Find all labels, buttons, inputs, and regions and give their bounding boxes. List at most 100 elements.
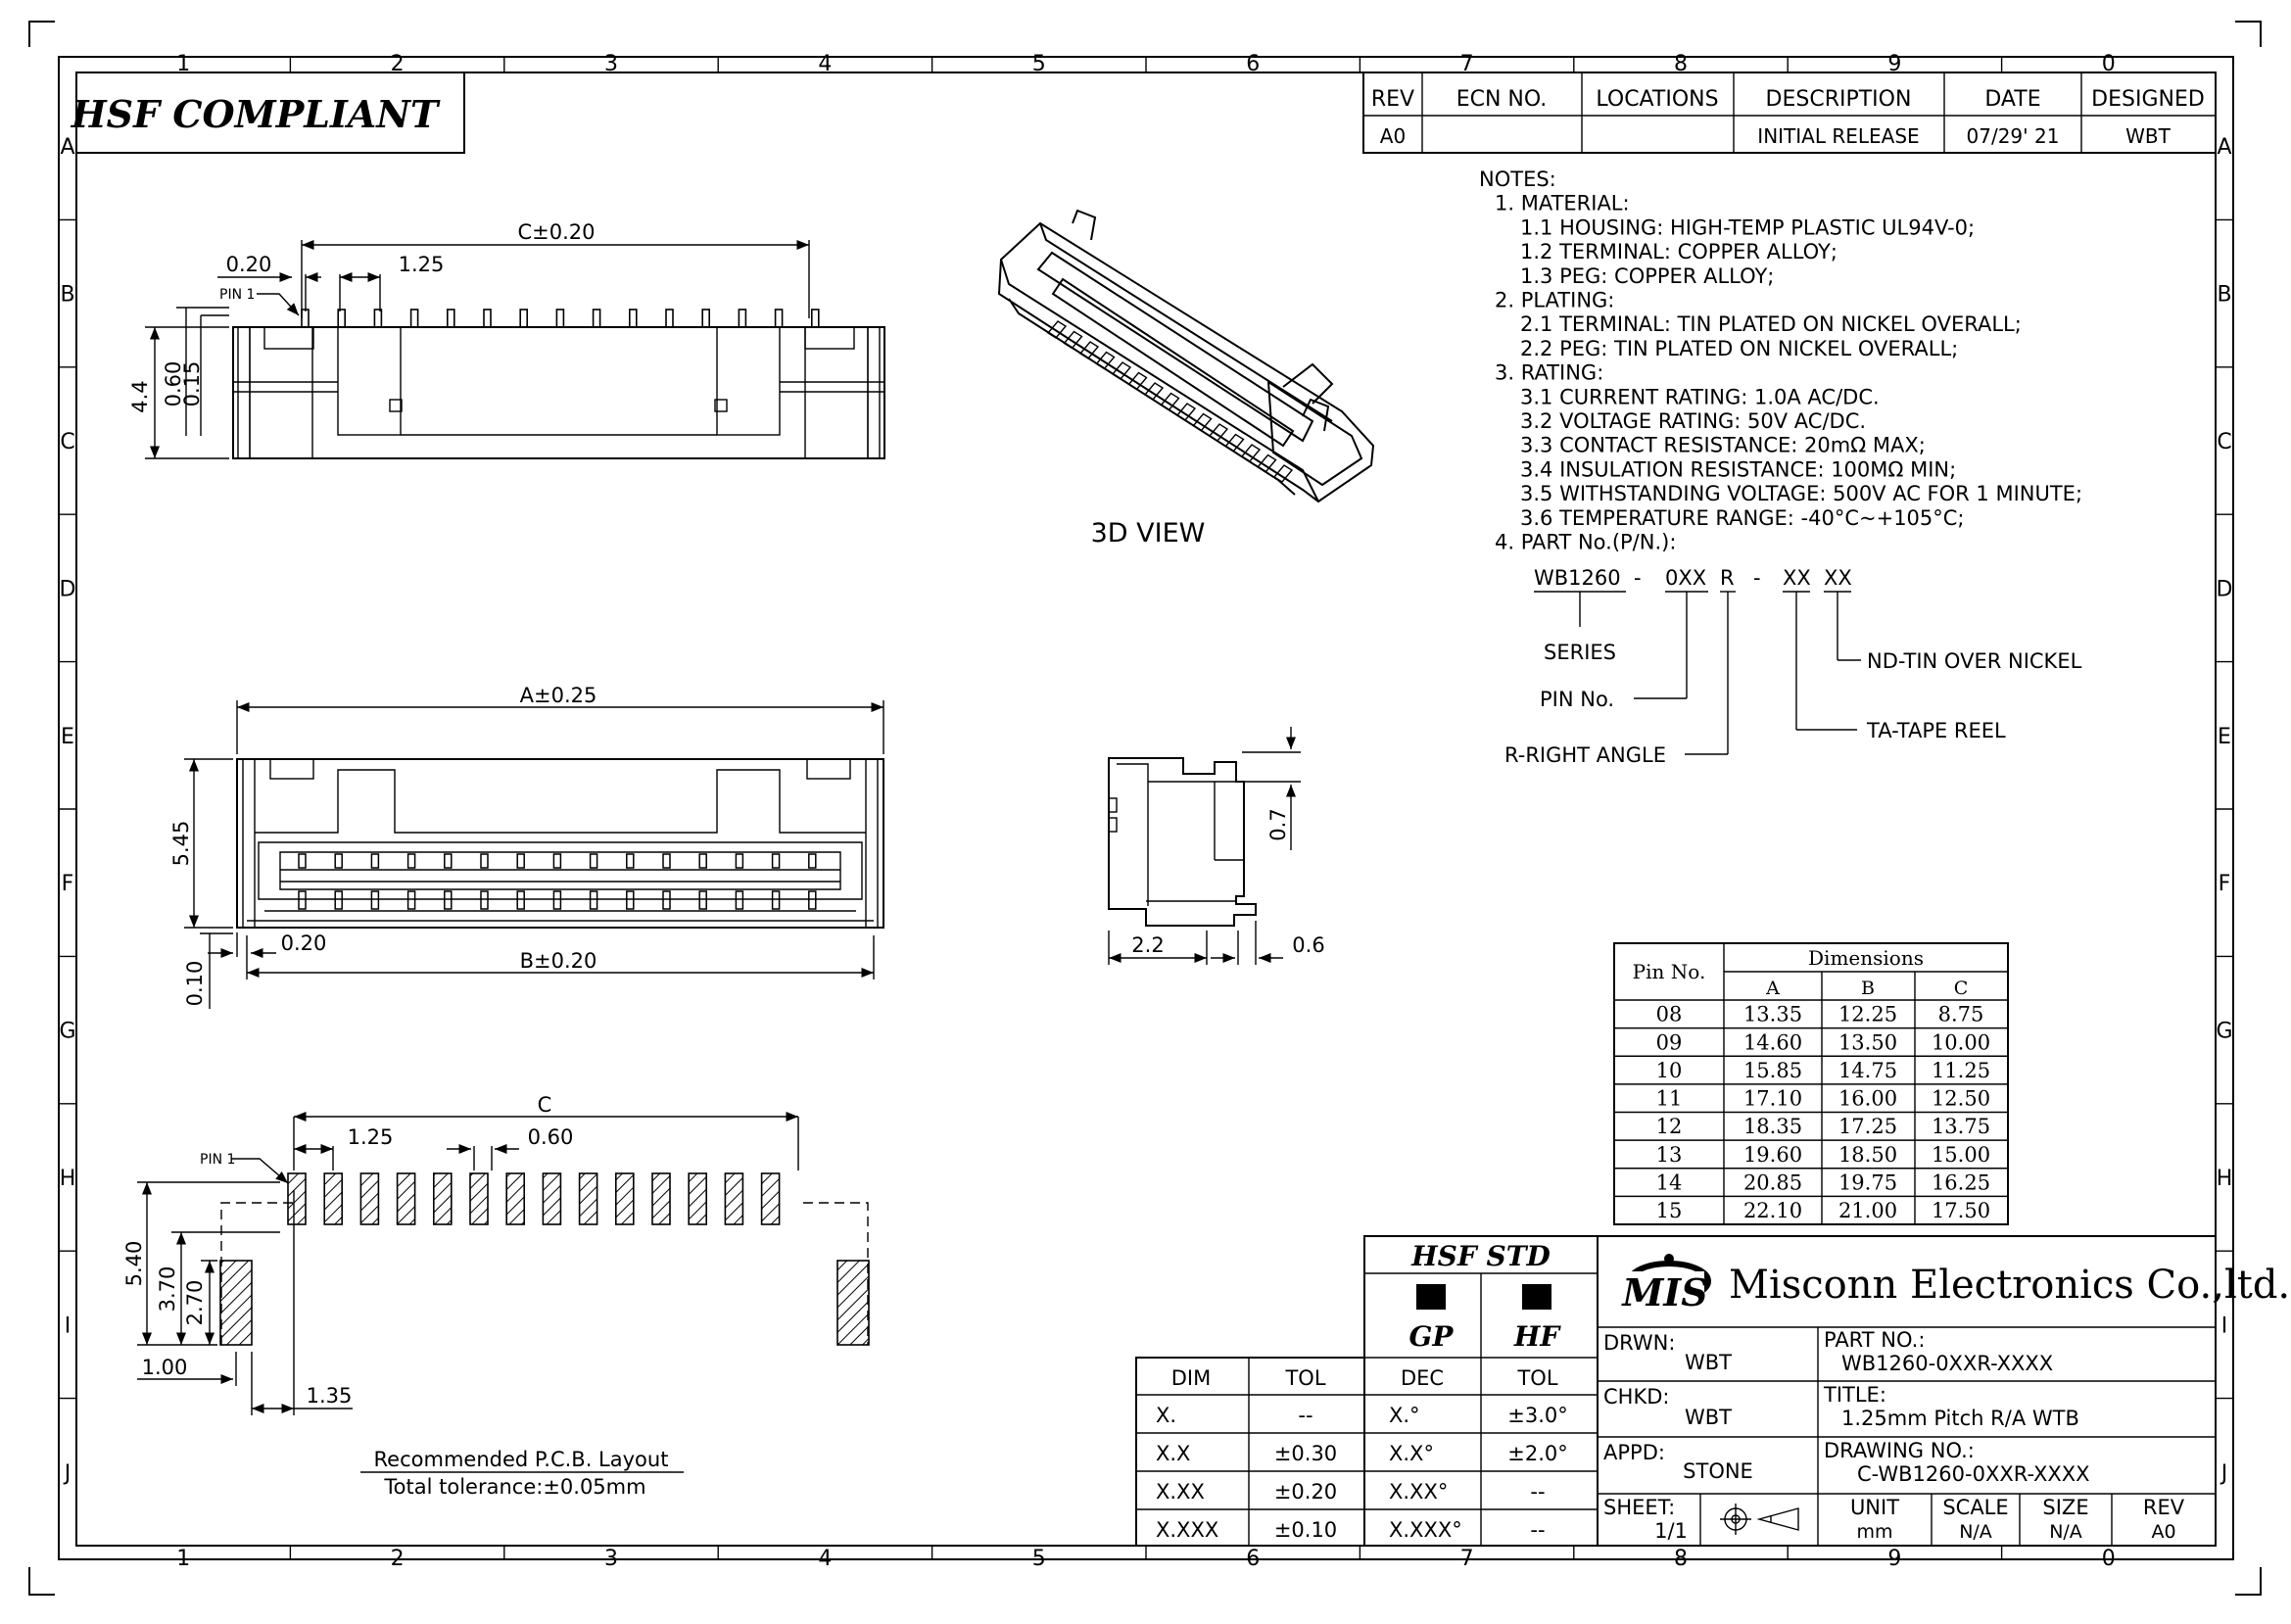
front-upper-pin [698, 853, 707, 869]
tol-header: TOL [1284, 1366, 1325, 1390]
grid-col-label-top: 0 [2102, 52, 2116, 76]
pin-no-label: PIN No. [1540, 688, 1614, 711]
hsf-compliant-label: HSF COMPLIANT [71, 92, 441, 136]
pn-dash-1: - [1634, 566, 1642, 590]
top-pin [301, 309, 310, 328]
top-pin [555, 309, 565, 328]
grid-row-label-right: E [2218, 725, 2231, 749]
front-upper-pin [771, 853, 781, 869]
dim-cell: 09 [1656, 1030, 1683, 1054]
tol-dim-cell: X.XX [1156, 1480, 1205, 1504]
pcb-pad [505, 1172, 526, 1225]
size-value: N/A [2049, 1521, 2082, 1543]
unit-value: mm [1856, 1521, 1892, 1543]
front-lower-pin [662, 890, 671, 910]
grid-col-label-bottom: 8 [1674, 1547, 1688, 1571]
note-line: NOTES: [1479, 167, 1556, 191]
top-pin [519, 309, 529, 328]
gp-marker [1416, 1284, 1446, 1310]
note-line: 3.3 CONTACT RESISTANCE: 20mΩ MAX; [1520, 434, 1926, 457]
dim-cell: 17.50 [1932, 1199, 1990, 1222]
grid-col-label-top: 8 [1674, 52, 1688, 76]
dim-cell: 12 [1656, 1115, 1683, 1138]
appd-value: STONE [1683, 1459, 1753, 1483]
dim-cell: 11.25 [1932, 1059, 1990, 1082]
front-020-dim: 0.20 [281, 931, 327, 955]
pcb-peg-pad-right [836, 1260, 870, 1346]
tol-value-cell: -- [1298, 1404, 1313, 1427]
top-020-dim: 0.20 [226, 253, 272, 276]
note-line: 2.1 TERMINAL: TIN PLATED ON NICKEL OVERA… [1520, 312, 2022, 336]
tol-value-cell: ±0.10 [1274, 1518, 1337, 1542]
tol-value-cell: ±0.30 [1274, 1442, 1337, 1465]
grid-row-label-right: D [2217, 577, 2233, 601]
hf-label: HF [1513, 1320, 1561, 1353]
pn-pack-code: XX [1783, 566, 1811, 590]
grid-row-label-right: A [2217, 135, 2231, 160]
hsf-std-title: HSF STD [1410, 1240, 1551, 1272]
grid-col-label-top: 5 [1032, 52, 1046, 76]
grid-row-label-left: E [61, 725, 74, 749]
designed-value: WBT [2125, 124, 2171, 148]
front-lower-pin [370, 890, 380, 910]
pcb-pad [651, 1172, 671, 1225]
pcb-370-dim: 3.70 [156, 1266, 179, 1313]
side-06-dim: 0.6 [1292, 933, 1324, 957]
front-upper-pin [735, 853, 744, 869]
top-view: C±0.20 1.25 0.20 PIN 1 4.4 0.60 0.15 [128, 220, 885, 459]
grid-row-label-left: D [60, 577, 76, 601]
iso-contact [1127, 371, 1148, 391]
grid-row-label-right: C [2217, 430, 2231, 454]
top-view-body [232, 326, 885, 459]
top-pin [373, 309, 383, 328]
iso-contact [1160, 392, 1180, 411]
grid-row-label-left: C [60, 430, 74, 454]
front-view-upper-pins [298, 853, 817, 869]
dimensions-title: Dimensions [1808, 946, 1924, 970]
grid-row-label-right: I [2221, 1314, 2228, 1338]
grid-row-label-right: B [2217, 283, 2231, 308]
dim-cell: 19.60 [1743, 1143, 1802, 1167]
description-value: INITIAL RELEASE [1757, 124, 1919, 148]
designed-header: DESIGNED [2091, 87, 2205, 112]
pcb-pad [578, 1172, 598, 1225]
dim-cell: 13 [1656, 1143, 1683, 1167]
iso-contact [1272, 464, 1294, 483]
top-pin [337, 309, 347, 328]
front-upper-pin [662, 853, 671, 869]
dim-cell: 17.25 [1838, 1115, 1897, 1138]
top-view-pins [301, 309, 820, 328]
pcb-pin1-label: PIN 1 [200, 1152, 235, 1168]
dim-header: DIM [1171, 1366, 1211, 1390]
iso-contact [1192, 412, 1213, 432]
grid-col-label-top: 1 [176, 52, 190, 76]
hsf-std-rows: X.°±3.0°X.X°±2.0°X.XX°--X.XXX°-- [1389, 1404, 1568, 1542]
dim-cell: 19.75 [1838, 1170, 1897, 1194]
title-label: TITLE: [1823, 1383, 1886, 1407]
front-lower-pin [516, 890, 525, 910]
notes-block: NOTES:1. MATERIAL:1.1 HOUSING: HIGH-TEMP… [1479, 167, 2082, 554]
hsf-std-table: HSF STD GP HF DEC TOL X.°±3.0°X.X°±2.0°X… [1363, 1235, 1599, 1547]
ecn-header: ECN NO. [1456, 87, 1548, 112]
tolerance-rows: X.--X.X±0.30X.XX±0.20X.XXX±0.10 [1156, 1404, 1337, 1542]
hsf-dec-cell: X.X° [1389, 1442, 1434, 1465]
grid-row-label-right: H [2217, 1167, 2233, 1191]
date-header: DATE [1984, 87, 2040, 112]
pn-series-code: WB1260 [1534, 566, 1621, 590]
front-lower-pin [444, 890, 453, 910]
dim-cell: 13.50 [1838, 1030, 1897, 1054]
grid-col-label-bottom: 3 [604, 1547, 618, 1571]
grid-col-label-bottom: 1 [176, 1547, 190, 1571]
note-line: 1.1 HOUSING: HIGH-TEMP PLASTIC UL94V-0; [1520, 215, 1975, 239]
note-line: 2. PLATING: [1495, 289, 1614, 312]
dim-cell: 18.35 [1743, 1115, 1802, 1138]
dim-cell: 8.75 [1938, 1003, 1984, 1027]
mis-logo: MIS [1614, 1254, 1711, 1314]
hsf-tol-cell: ±3.0° [1507, 1404, 1568, 1427]
dim-cell: 22.10 [1743, 1199, 1802, 1222]
pcb-pad [724, 1172, 744, 1225]
part-number-breakdown: WB1260 - 0XX R - XX XX SERIES PIN No. R-… [1504, 566, 2082, 767]
front-upper-pin [444, 853, 453, 869]
